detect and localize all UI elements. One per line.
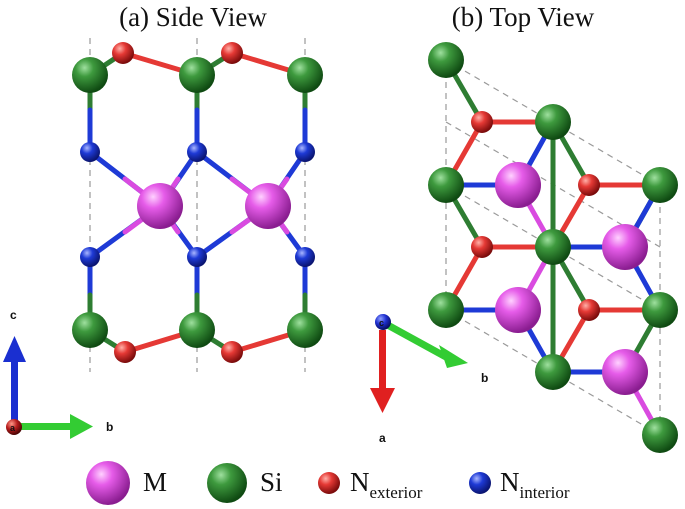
- si-swatch: [207, 463, 247, 503]
- legend-label-n-exterior: N: [350, 467, 370, 497]
- n-exterior-atom: [578, 174, 600, 196]
- si-atom: [428, 292, 464, 328]
- top-axes-indicator: c a b: [370, 314, 488, 445]
- axis-a-label: a: [10, 423, 16, 433]
- m-atom: [495, 162, 541, 208]
- axis-c-shaft: [11, 358, 18, 420]
- legend-label-si: Si: [260, 467, 283, 497]
- axis-c-arrowhead: [3, 336, 26, 362]
- svg-text:Nexterior: Nexterior: [350, 467, 423, 502]
- n-exterior-atom: [578, 299, 600, 321]
- axis-a-shaft: [379, 330, 386, 390]
- m-atom: [602, 224, 648, 270]
- n-interior-swatch: [469, 472, 491, 494]
- legend-sub-n-interior: interior: [520, 483, 570, 502]
- legend-item-n-interior: Ninterior: [469, 467, 570, 502]
- n-exterior-atom: [114, 341, 136, 363]
- legend-item-si: Si: [207, 463, 283, 503]
- axis-a-origin: [6, 419, 22, 435]
- m-atom: [245, 183, 291, 229]
- n-interior-atom: [295, 247, 315, 267]
- top-view-title: (b) Top View: [452, 2, 595, 32]
- axis-b-shaft: [382, 319, 448, 361]
- n-interior-atom: [187, 247, 207, 267]
- axis-b-arrowhead: [439, 345, 468, 368]
- axis-c-origin: [375, 314, 391, 330]
- side-atoms: [72, 42, 323, 363]
- n-exterior-atom: [221, 42, 243, 64]
- si-atom: [287, 57, 323, 93]
- svg-text:Ninterior: Ninterior: [500, 467, 570, 502]
- n-exterior-atom: [221, 341, 243, 363]
- si-atom: [535, 104, 571, 140]
- si-atom: [179, 312, 215, 348]
- si-atom: [179, 57, 215, 93]
- n-interior-atom: [187, 142, 207, 162]
- n-exterior-swatch: [318, 472, 340, 494]
- axis-c-label: c: [379, 318, 384, 328]
- si-atom: [535, 229, 571, 265]
- axis-a-label: a: [379, 431, 386, 445]
- top-atoms: [428, 42, 678, 453]
- side-view-structure: [72, 38, 323, 372]
- si-atom: [535, 354, 571, 390]
- axis-b-shaft: [16, 423, 72, 430]
- legend: M Si Nexterior Ninterior: [86, 461, 570, 505]
- legend-item-n-exterior: Nexterior: [318, 467, 423, 502]
- si-atom: [428, 42, 464, 78]
- n-interior-atom: [80, 142, 100, 162]
- top-view-structure: [428, 42, 678, 453]
- side-axes-indicator: c b a: [3, 308, 113, 439]
- si-atom: [642, 417, 678, 453]
- axis-c-label: c: [10, 308, 17, 322]
- side-view-title: (a) Side View: [119, 2, 267, 32]
- si-atom: [287, 312, 323, 348]
- legend-item-m: M: [86, 461, 167, 505]
- m-atom: [602, 349, 648, 395]
- axis-a-arrowhead: [370, 388, 395, 413]
- axis-b-label: b: [481, 371, 488, 385]
- axis-b-arrowhead: [70, 414, 93, 439]
- si-atom: [72, 312, 108, 348]
- n-exterior-atom: [471, 111, 493, 133]
- n-interior-atom: [80, 247, 100, 267]
- legend-sub-n-exterior: exterior: [370, 483, 423, 502]
- n-exterior-atom: [471, 236, 493, 258]
- legend-label-n-interior: N: [500, 467, 520, 497]
- legend-label-m: M: [143, 467, 167, 497]
- si-atom: [428, 167, 464, 203]
- m-atom: [495, 287, 541, 333]
- si-atom: [642, 167, 678, 203]
- m-swatch: [86, 461, 130, 505]
- n-interior-atom: [295, 142, 315, 162]
- m-atom: [137, 183, 183, 229]
- si-atom: [72, 57, 108, 93]
- n-exterior-atom: [112, 42, 134, 64]
- axis-b-label: b: [106, 420, 113, 434]
- si-atom: [642, 292, 678, 328]
